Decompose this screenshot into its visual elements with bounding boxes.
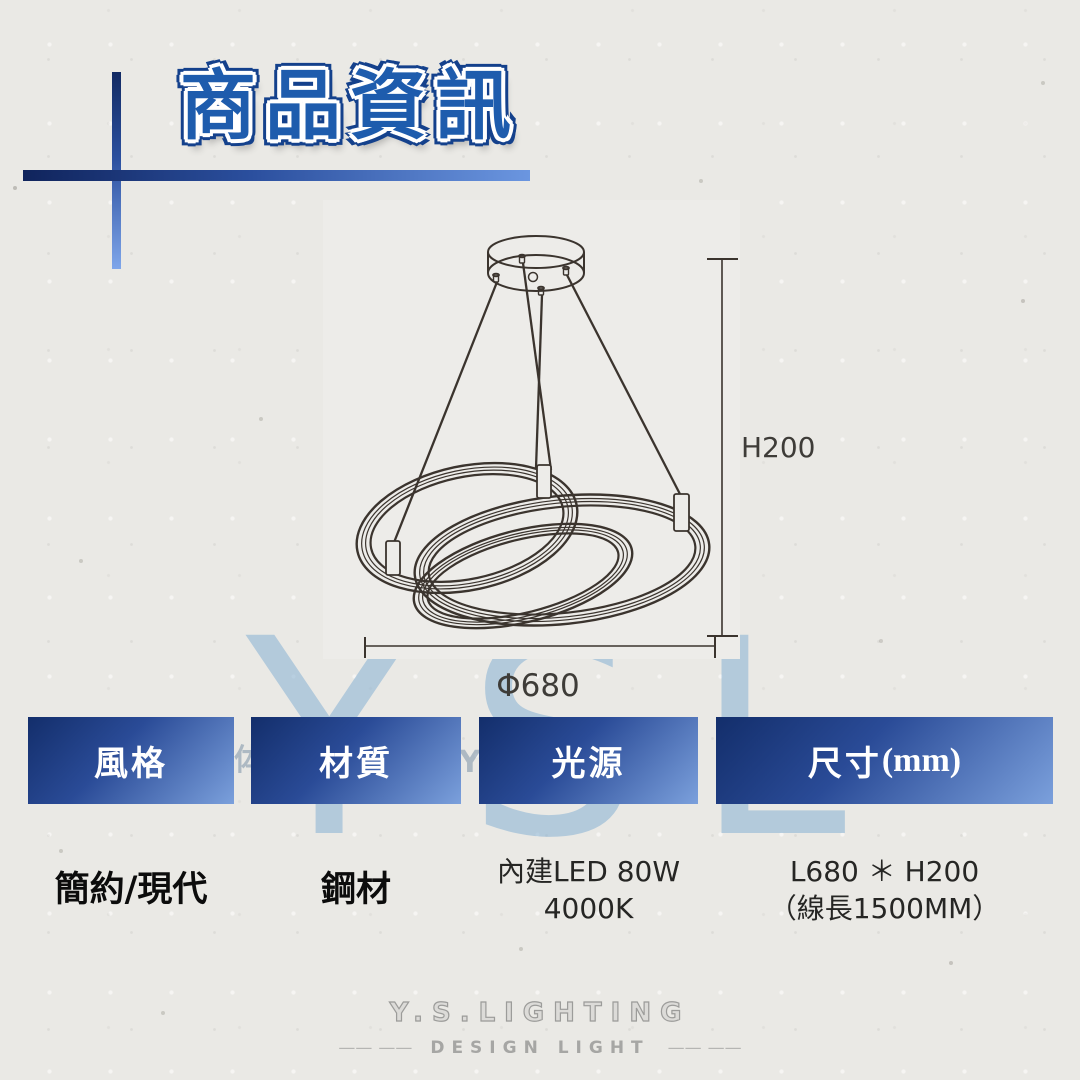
value-line: 簡約/現代 bbox=[54, 870, 208, 910]
spec-header-light-source: 光源 bbox=[479, 717, 698, 804]
brand-logo-text: Y.S.LIGHTING bbox=[389, 997, 691, 1028]
value-line: （線長1500MM） bbox=[768, 892, 1001, 925]
light-ring-right bbox=[413, 493, 711, 627]
tagline-dash: —— bbox=[378, 1037, 413, 1058]
header-label: 風格 bbox=[94, 744, 168, 784]
spec-header-style: 風格 bbox=[28, 717, 234, 804]
watermark-fragment-latin: Y bbox=[459, 745, 481, 780]
value-line: 4000K bbox=[543, 892, 634, 925]
spec-value-material: 鋼材 bbox=[251, 850, 461, 930]
brand-tagline: DESIGN LIGHT bbox=[430, 1038, 650, 1058]
page-title: 商品資訊 bbox=[180, 61, 520, 150]
tagline-dash: —— bbox=[707, 1037, 742, 1058]
spec-value-dimensions: L680 ＊ H200 （線長1500MM） bbox=[716, 850, 1053, 930]
product-line-drawing: H200 Φ680 bbox=[323, 200, 816, 704]
brand-tagline-row: —— —— DESIGN LIGHT —— —— bbox=[0, 1038, 1080, 1058]
header-label: 光源 bbox=[551, 744, 626, 784]
height-dimension-line bbox=[707, 258, 738, 637]
tagline-dash: —— bbox=[338, 1037, 373, 1058]
value-line: 鋼材 bbox=[320, 870, 391, 910]
canopy-screws bbox=[492, 253, 570, 296]
value-line: L680 ＊ H200 bbox=[789, 855, 980, 888]
header-label: 材質 bbox=[319, 744, 393, 784]
diameter-dimension-label: Φ680 bbox=[496, 668, 580, 704]
diameter-dimension-line bbox=[364, 637, 716, 658]
header-label: 尺寸 bbox=[807, 744, 882, 784]
spec-header-material: 材質 bbox=[251, 717, 461, 804]
spec-value-light-source: 內建LED 80W 4000K bbox=[479, 850, 698, 930]
height-dimension-label: H200 bbox=[741, 431, 816, 464]
header-suffix: (mm) bbox=[881, 741, 962, 779]
suspension-cables bbox=[391, 262, 684, 546]
spec-value-style: 簡約/現代 bbox=[28, 850, 234, 930]
value-line: 內建LED 80W bbox=[496, 855, 681, 888]
spec-header-dimensions: 尺寸 (mm) bbox=[716, 717, 1053, 804]
tagline-dash: —— bbox=[667, 1037, 702, 1058]
paper-specks bbox=[0, 0, 2, 2]
ring-clamps bbox=[385, 464, 690, 576]
ceiling-canopy bbox=[487, 235, 585, 292]
title-underline-bar bbox=[23, 170, 530, 181]
light-ring-front bbox=[412, 522, 634, 630]
